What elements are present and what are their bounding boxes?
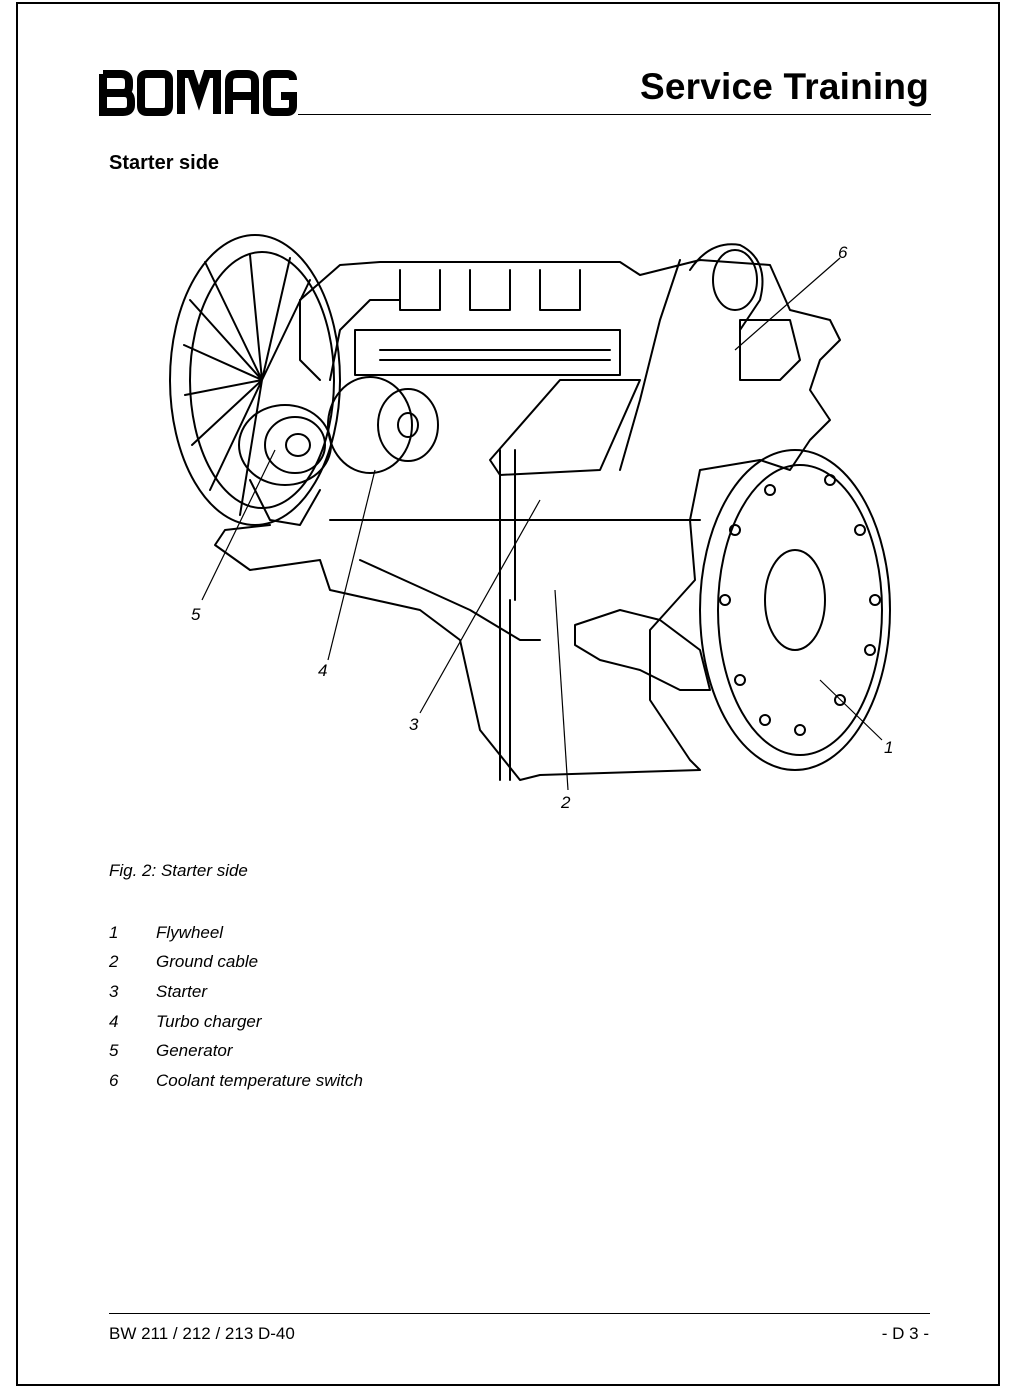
footer-model: BW 211 / 212 / 213 D-40 — [109, 1324, 295, 1343]
callout-4: 4 — [318, 661, 327, 680]
header-rule — [298, 114, 931, 115]
footer-rule — [109, 1313, 930, 1314]
callout-2: 2 — [560, 793, 571, 812]
section-title: Starter side — [109, 152, 220, 174]
legend-label: Generator — [156, 1041, 233, 1061]
callout-1: 1 — [884, 738, 893, 757]
legend-label: Turbo charger — [156, 1011, 262, 1031]
legend-item: 2 Ground cable — [109, 948, 363, 978]
fan-drawing — [169, 234, 341, 526]
legend-number: 3 — [109, 981, 119, 1001]
legend-list: 1 Flywheel 2 Ground cable 3 Starter 4 Tu… — [109, 918, 363, 1096]
legend-item: 6 Coolant temperature switch — [109, 1066, 363, 1096]
legend-item: 3 Starter — [109, 977, 363, 1007]
legend-item: 4 Turbo charger — [109, 1007, 363, 1037]
page-frame — [16, 2, 1000, 1386]
legend-number: 6 — [109, 1070, 119, 1090]
bomag-logo — [99, 70, 297, 116]
legend-label: Flywheel — [156, 922, 224, 942]
figure-caption: Fig. 2: Starter side — [109, 861, 248, 880]
engine-illustration: 1 2 3 4 5 6 — [169, 234, 893, 812]
legend-item: 5 Generator — [109, 1036, 363, 1066]
intake-duct-drawing — [489, 379, 641, 476]
legend-number: 4 — [109, 1011, 119, 1031]
legend-label: Coolant temperature switch — [156, 1070, 363, 1090]
header-title: Service Training — [639, 66, 929, 107]
legend-number: 2 — [109, 952, 119, 972]
legend-item: 1 Flywheel — [109, 918, 363, 948]
turbo-charger-drawing — [327, 299, 439, 474]
callout-5: 5 — [191, 605, 201, 624]
legend-number: 5 — [109, 1041, 119, 1061]
leader-lines — [201, 257, 883, 791]
legend-label: Starter — [156, 981, 208, 1001]
callout-3: 3 — [409, 715, 419, 734]
legend-label: Ground cable — [156, 952, 259, 972]
engine-block-drawing — [214, 259, 841, 781]
coolant-switch-drawing — [619, 243, 801, 471]
flywheel-drawing — [699, 449, 891, 771]
legend-number: 1 — [109, 922, 119, 942]
footer-page-number: - D 3 - — [881, 1324, 929, 1343]
callout-6: 6 — [838, 243, 848, 262]
